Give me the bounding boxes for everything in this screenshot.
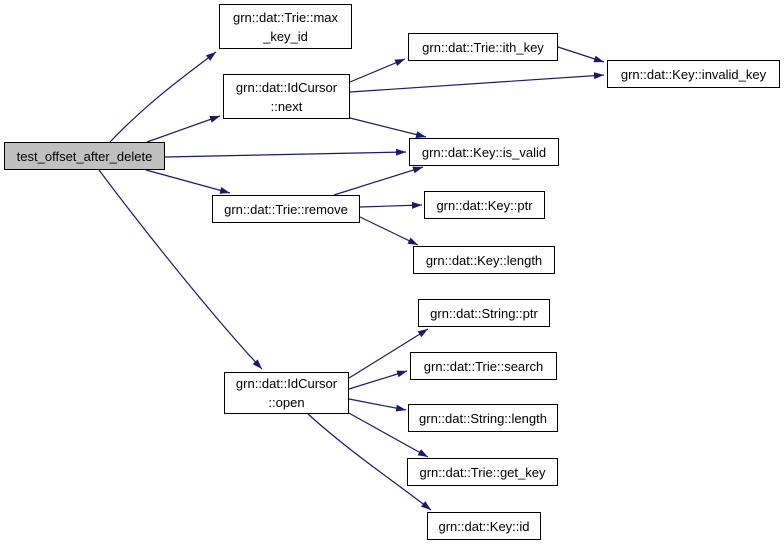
node-trie-ith-key[interactable]: grn::dat::Trie::ith_key xyxy=(408,33,558,61)
edge-ith-key-to-invalid-key xyxy=(557,46,605,63)
edge-test-to-trie-remove xyxy=(145,169,231,194)
node-key-ptr[interactable]: grn::dat::Key::ptr xyxy=(424,191,545,219)
edge-open-to-string-length xyxy=(348,398,407,412)
node-trie-max-key-id[interactable]: grn::dat::Trie::max _key_id xyxy=(219,4,352,49)
node-trie-get-key[interactable]: grn::dat::Trie::get_key xyxy=(407,458,558,486)
node-trie-remove[interactable]: grn::dat::Trie::remove xyxy=(212,195,360,223)
edge-remove-to-key-length xyxy=(359,216,419,246)
node-key-invalid-key[interactable]: grn::dat::Key::invalid_key xyxy=(607,60,780,88)
node-test-offset-after-delete: test_offset_after_delete xyxy=(4,142,165,170)
edge-test-to-max-key-id xyxy=(109,51,217,143)
node-idcursor-next[interactable]: grn::dat::IdCursor ::next xyxy=(223,74,350,119)
node-key-id[interactable]: grn::dat::Key::id xyxy=(427,512,541,540)
node-key-length[interactable]: grn::dat::Key::length xyxy=(413,246,555,274)
node-idcursor-open[interactable]: grn::dat::IdCursor ::open xyxy=(224,372,349,414)
edge-next-to-invalid-key xyxy=(349,72,605,93)
node-string-ptr[interactable]: grn::dat::String::ptr xyxy=(418,299,550,327)
edge-open-to-key-id xyxy=(307,413,432,511)
edge-test-to-idcursor-next xyxy=(146,115,221,143)
edge-test-to-idcursor-open xyxy=(98,169,263,370)
edge-next-to-is-valid xyxy=(349,117,427,138)
edge-open-to-string-ptr xyxy=(348,328,429,379)
node-key-is-valid[interactable]: grn::dat::Key::is_valid xyxy=(409,138,559,166)
edge-next-to-ith-key xyxy=(349,58,406,83)
edge-remove-to-is-valid xyxy=(333,166,424,196)
node-trie-search[interactable]: grn::dat::Trie::search xyxy=(410,352,557,380)
edge-open-to-trie-search xyxy=(348,370,408,390)
edge-remove-to-key-ptr xyxy=(359,201,423,209)
edge-test-to-key-is-valid xyxy=(164,148,407,158)
edge-open-to-trie-get-key xyxy=(346,411,429,458)
node-string-length[interactable]: grn::dat::String::length xyxy=(408,404,558,432)
